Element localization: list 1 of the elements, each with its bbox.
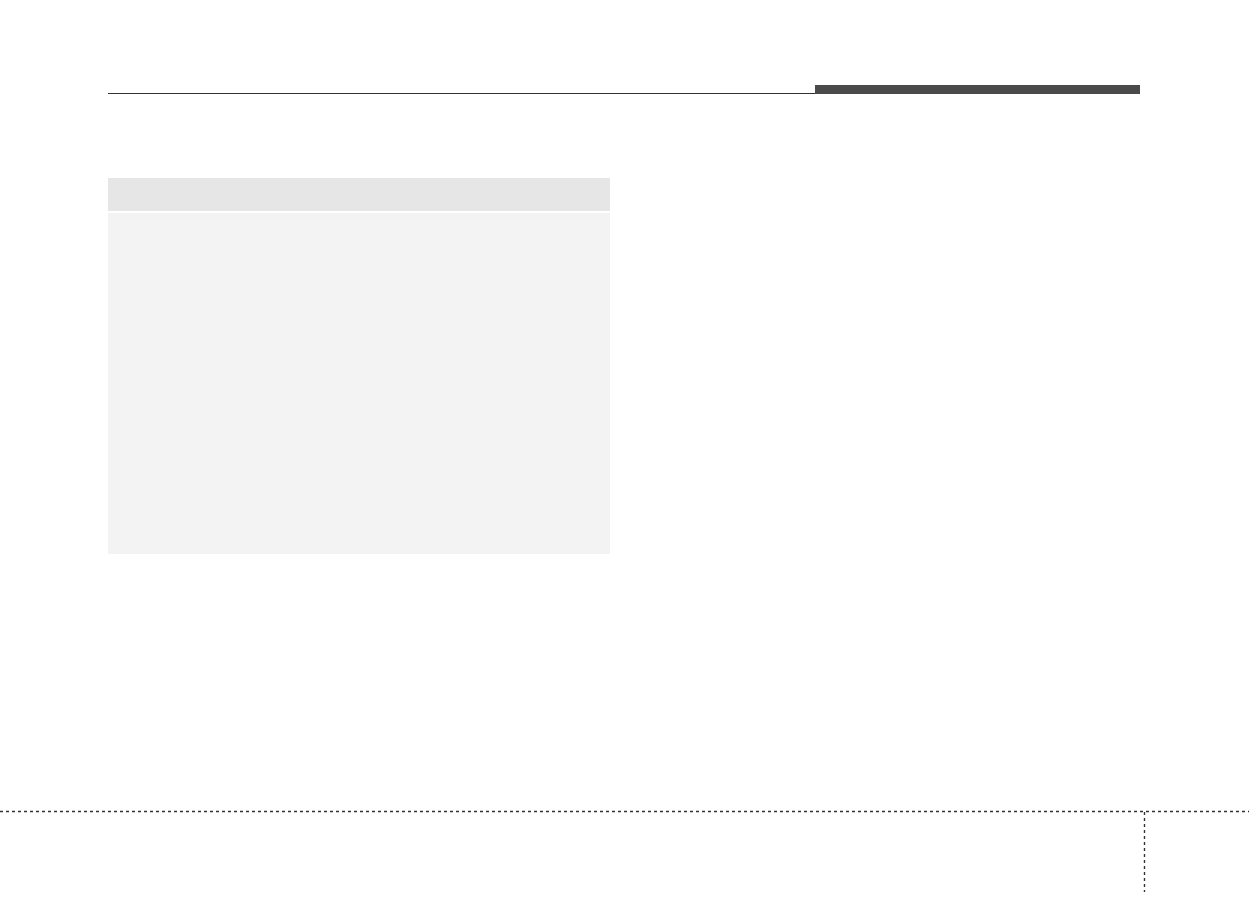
header-band [108, 178, 610, 211]
